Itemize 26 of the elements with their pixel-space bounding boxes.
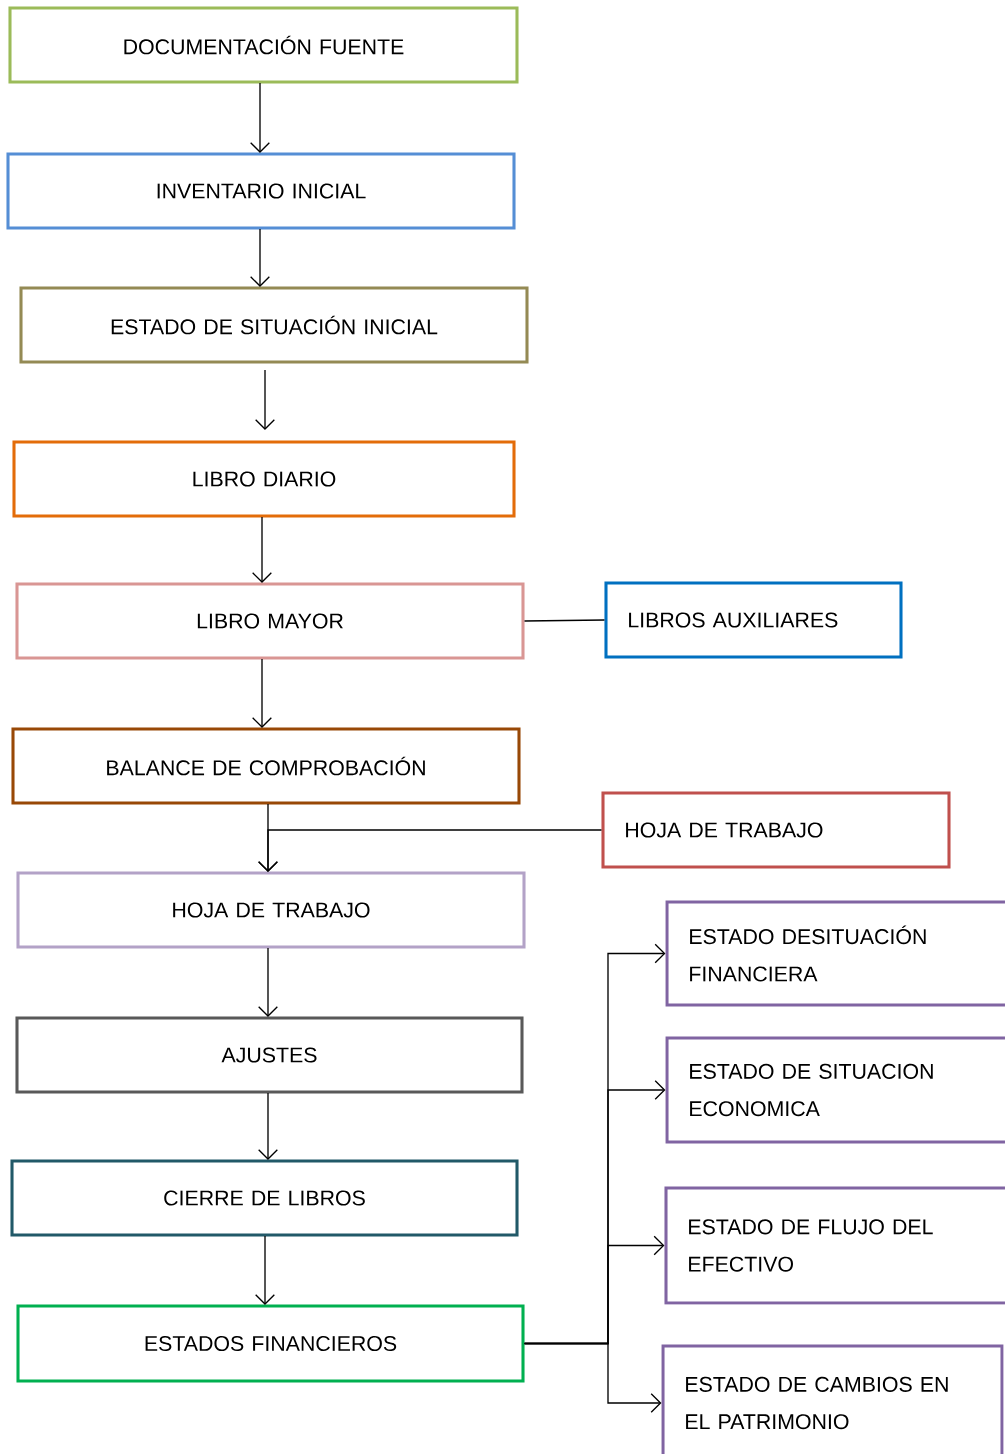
arrow bbox=[258, 1092, 278, 1160]
process-box: ESTADO DE SITUACION ECONOMICA bbox=[665, 1036, 1005, 1144]
arrow bbox=[255, 1235, 275, 1305]
arrow bbox=[258, 829, 603, 872]
process-box: AJUSTES bbox=[15, 1016, 524, 1094]
process-box: CIERRE DE LIBROS bbox=[10, 1159, 519, 1237]
process-box: INVENTARIO INICIAL bbox=[6, 152, 516, 230]
arrow bbox=[258, 947, 278, 1017]
arrow bbox=[250, 82, 270, 153]
process-box: DOCUMENTACIÓN FUENTE bbox=[8, 6, 519, 84]
arrow bbox=[255, 369, 275, 430]
process-box: ESTADO DESITUACIÓN FINANCIERA bbox=[665, 900, 1005, 1007]
arrow bbox=[523, 1342, 662, 1413]
process-box: BALANCE DE COMPROBACIÓN bbox=[11, 727, 521, 805]
process-box: ESTADO DE CAMBIOS EN EL PATRIMONIO bbox=[661, 1344, 1004, 1454]
arrow bbox=[252, 658, 272, 728]
arrow bbox=[250, 228, 270, 287]
process-box: ESTADO DE SITUACIÓN INICIAL bbox=[19, 286, 529, 364]
process-box: HOJA DE TRABAJO bbox=[16, 871, 526, 949]
process-box: LIBRO DIARIO bbox=[12, 440, 516, 518]
arrow bbox=[252, 516, 272, 583]
process-box: ESTADOS FINANCIEROS bbox=[16, 1304, 525, 1383]
process-box: ESTADO DE FLUJO DEL EFECTIVO bbox=[664, 1186, 1005, 1305]
process-box: LIBRO MAYOR bbox=[15, 582, 525, 660]
process-box: LIBROS AUXILIARES bbox=[604, 581, 903, 659]
process-box: HOJA DE TRABAJO bbox=[601, 791, 951, 869]
